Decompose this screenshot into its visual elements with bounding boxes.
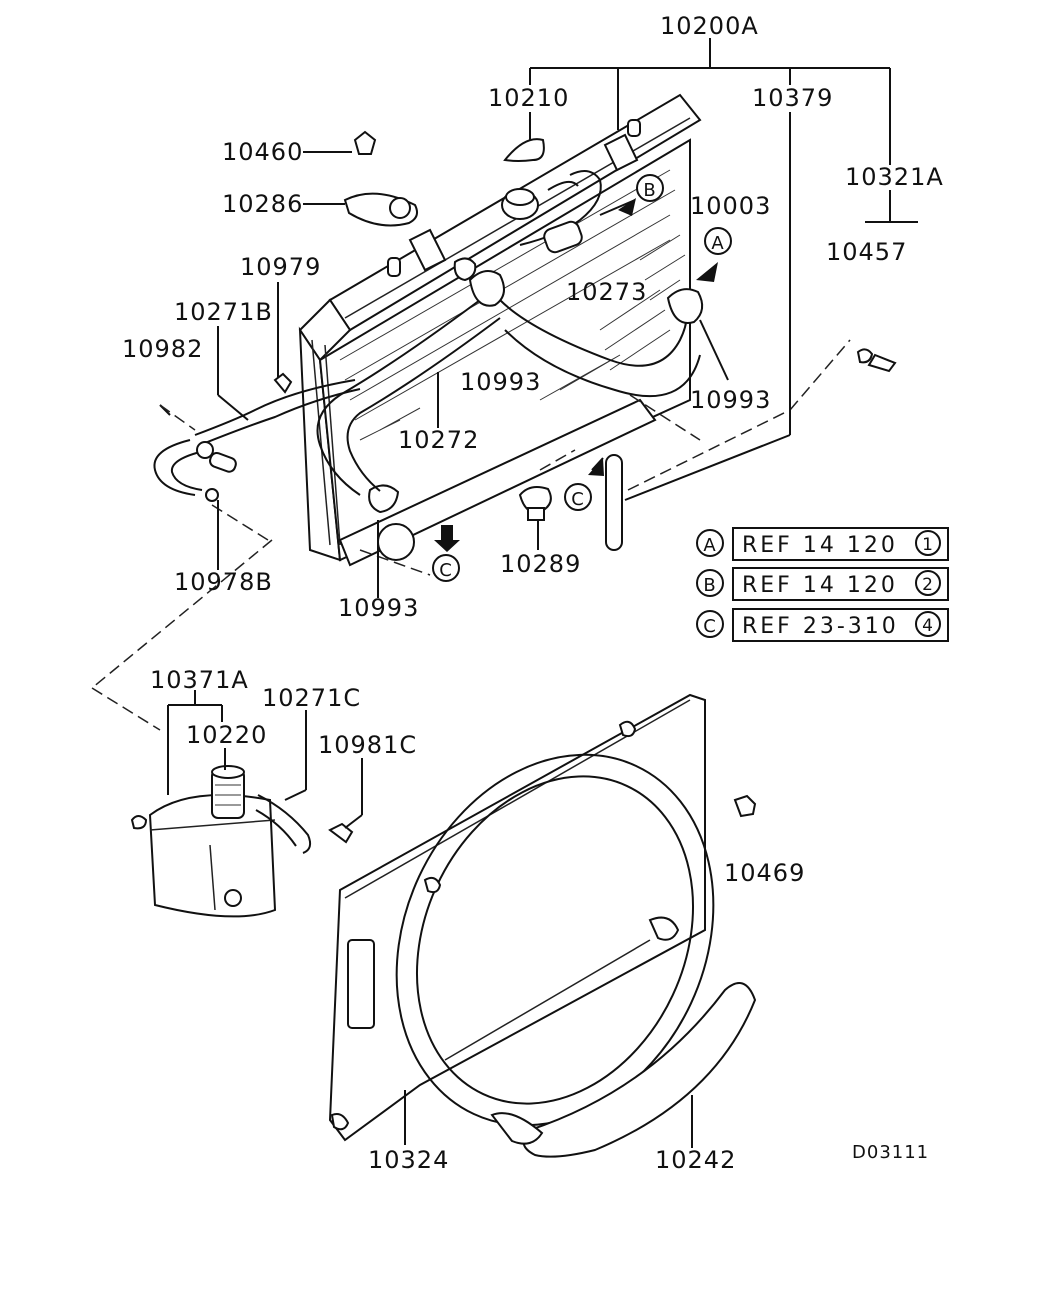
callout-10272: 10272 [398,426,479,454]
svg-text:4: 4 [922,616,934,636]
reference-row-b: B REF 14 120 2 [696,567,949,601]
svg-text:C: C [439,560,453,581]
callout-10220: 10220 [186,721,267,749]
leader-lines [167,38,918,1148]
callout-10993-lower: 10993 [338,594,419,622]
svg-text:A: A [703,535,716,556]
callout-10460: 10460 [222,138,303,166]
svg-text:C: C [703,616,717,637]
callout-10242: 10242 [655,1146,736,1174]
marker-c-circle-right: C [564,483,592,511]
callout-10321A: 10321A [845,163,944,191]
drawing-code: D03111 [852,1142,929,1163]
reference-c-text: REF 23-310 [742,614,899,639]
reference-b-text: REF 14 120 [742,573,898,598]
callout-10993-upper: 10993 [460,368,541,396]
reference-row-a: A REF 14 120 1 [696,527,949,561]
callout-10286: 10286 [222,190,303,218]
drawing-markers: B A C C [432,174,732,582]
callout-10982: 10982 [122,335,203,363]
svg-text:2: 2 [922,575,934,595]
callout-10371A: 10371A [150,666,249,694]
marker-b-circle: B [636,174,664,202]
callout-10324: 10324 [368,1146,449,1174]
callout-10273: 10273 [566,278,647,306]
callout-10271C: 10271C [262,684,361,712]
radiator-drawing [91,93,897,731]
svg-text:A: A [711,233,724,254]
callout-10981C: 10981C [318,731,417,759]
reservoir-drawing [130,765,354,918]
marker-c-circle-left: C [432,554,460,582]
callout-10457: 10457 [826,238,907,266]
reference-table: A REF 14 120 1 B REF 14 120 2 C REF 23-3… [696,527,949,642]
callout-10993-right: 10993 [690,386,771,414]
callout-10379: 10379 [752,84,833,112]
callout-10200A: 10200A [660,12,759,40]
marker-a-circle: A [704,227,732,255]
reference-row-c: C REF 23-310 4 [696,608,949,642]
callout-10003: 10003 [690,192,771,220]
svg-text:1: 1 [922,535,934,555]
svg-text:B: B [703,575,716,596]
callout-10978B: 10978B [174,568,273,596]
fan-shroud-drawing [328,693,757,1158]
svg-text:C: C [571,489,585,510]
callout-10210: 10210 [488,84,569,112]
callout-10469: 10469 [724,859,805,887]
callout-10271B: 10271B [174,298,273,326]
callout-10289: 10289 [500,550,581,578]
callout-10979: 10979 [240,253,321,281]
svg-text:B: B [643,180,656,201]
callout-labels: 10200A 10210 10379 10460 10286 10003 103… [122,12,944,1174]
reference-a-text: REF 14 120 [742,533,898,558]
